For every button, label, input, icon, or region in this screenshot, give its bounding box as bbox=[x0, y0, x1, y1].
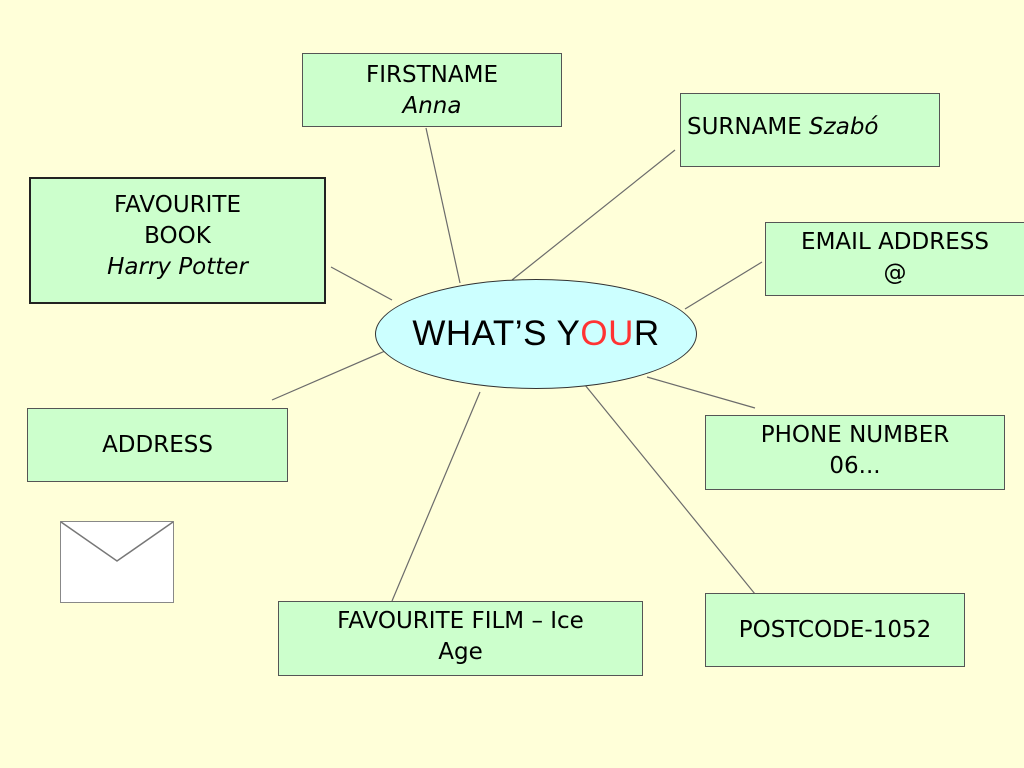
connector-book bbox=[330, 266, 393, 301]
address-label: ADDRESS bbox=[102, 431, 213, 458]
film-label-line2: Age bbox=[438, 639, 483, 665]
surname-line: SURNAME Szabó bbox=[687, 112, 879, 143]
firstname-value: Anna bbox=[402, 93, 462, 119]
connector-film bbox=[391, 391, 481, 602]
firstname-label: FIRSTNAME bbox=[366, 62, 498, 88]
book-label-line1: FAVOURITE bbox=[114, 192, 241, 218]
central-text-a: WHAT’S Y bbox=[412, 314, 581, 353]
email-box: EMAIL ADDRESS @ bbox=[765, 222, 1024, 296]
film-box: FAVOURITE FILM – Ice Age bbox=[278, 601, 643, 676]
connector-surname bbox=[511, 149, 676, 281]
address-box: ADDRESS bbox=[27, 408, 288, 482]
firstname-box: FIRSTNAME Anna bbox=[302, 53, 562, 127]
central-topic-text: WHAT’S YOUR bbox=[412, 314, 659, 354]
phone-value: 06... bbox=[829, 453, 881, 479]
surname-label: SURNAME bbox=[687, 114, 802, 140]
surname-box: SURNAME Szabó bbox=[680, 93, 940, 167]
connector-phone bbox=[646, 376, 756, 409]
connector-address bbox=[271, 347, 393, 401]
book-value: Harry Potter bbox=[107, 254, 248, 280]
email-value: @ bbox=[883, 260, 907, 286]
envelope-icon bbox=[60, 521, 174, 603]
central-text-accent: OU bbox=[580, 314, 634, 353]
postcode-box: POSTCODE-1052 bbox=[705, 593, 965, 667]
phone-box: PHONE NUMBER 06... bbox=[705, 415, 1005, 490]
phone-label: PHONE NUMBER bbox=[760, 422, 950, 448]
email-label: EMAIL ADDRESS bbox=[801, 229, 989, 255]
connector-firstname bbox=[425, 127, 461, 284]
connector-postcode bbox=[584, 384, 756, 595]
film-label-line1: FAVOURITE FILM – Ice bbox=[337, 608, 584, 634]
connector-email bbox=[684, 261, 763, 310]
central-text-b: R bbox=[633, 314, 660, 353]
book-label-line2: BOOK bbox=[144, 223, 211, 249]
surname-value: Szabó bbox=[809, 114, 879, 140]
central-topic: WHAT’S YOUR bbox=[375, 279, 697, 389]
postcode-label: POSTCODE-1052 bbox=[738, 616, 932, 643]
book-box: FAVOURITE BOOK Harry Potter bbox=[29, 177, 326, 304]
